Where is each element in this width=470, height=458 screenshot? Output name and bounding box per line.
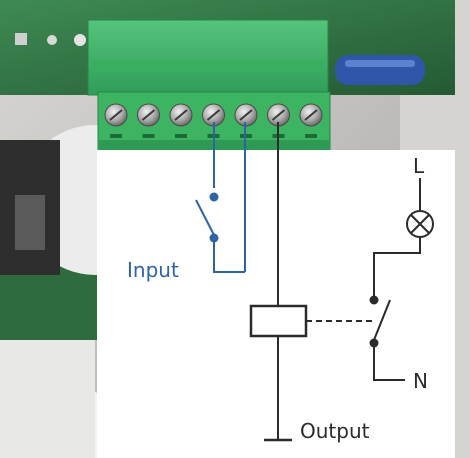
line-label: L [413, 154, 425, 178]
input-switch [195, 192, 245, 273]
lamp-circuit [373, 178, 434, 298]
terminal-screws [104, 103, 323, 138]
output-switch [369, 295, 405, 381]
blue-capacitor-highlight [345, 60, 415, 67]
terminal-slot [110, 134, 122, 138]
screw-slot [304, 109, 318, 121]
output-label: Output [300, 419, 370, 443]
terminal-slot [305, 134, 317, 138]
screw-slot [239, 109, 253, 121]
terminal-slot [175, 134, 187, 138]
schematic-panel [97, 150, 455, 458]
neutral-label: N [413, 369, 428, 393]
blue-capacitor [335, 55, 425, 85]
pcb-component [47, 35, 57, 45]
terminal-block [87, 19, 331, 154]
pcb-component [15, 33, 27, 45]
screw-slot [141, 109, 156, 121]
relay-coil [249, 304, 308, 442]
screw-slot [109, 109, 123, 121]
screw-slot [271, 109, 286, 121]
screw-slot [206, 109, 221, 121]
dark-component-inner [15, 195, 45, 250]
screw-slot [174, 109, 188, 121]
terminal-slot [142, 134, 155, 138]
input-label: Input [127, 258, 179, 282]
housing-left-edge [0, 340, 95, 458]
pcb-component [74, 34, 86, 46]
